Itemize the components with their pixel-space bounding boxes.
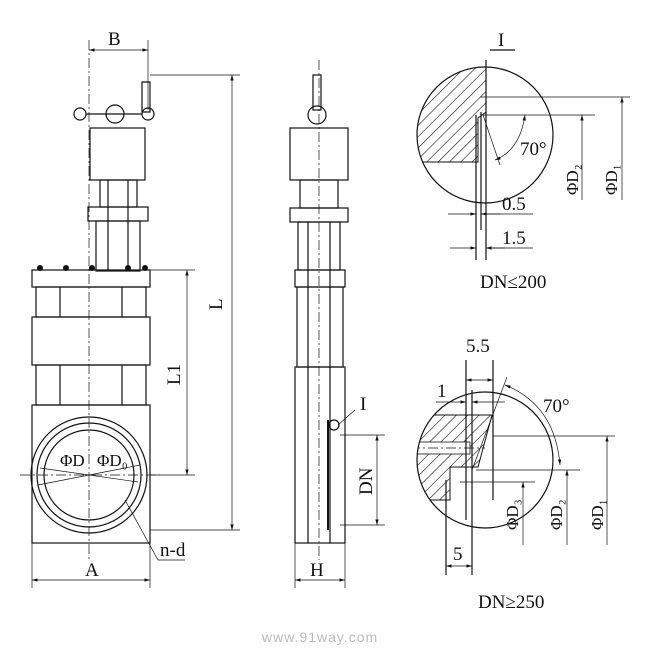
detail-dn250 xyxy=(416,360,615,575)
condition-dn200: DN≤200 xyxy=(480,272,546,293)
dim-L1: L1 xyxy=(164,364,185,385)
dim-B: B xyxy=(108,29,121,50)
dim-1.5: 1.5 xyxy=(502,228,526,249)
side-view xyxy=(289,60,385,588)
dim-1: 1 xyxy=(437,381,447,402)
detail-title-I: I xyxy=(498,30,504,51)
watermark: www.91way.com xyxy=(261,629,378,645)
dim-DN: DN xyxy=(356,467,377,495)
dim-H: H xyxy=(310,560,324,581)
detail-marker-I: I xyxy=(360,394,366,415)
dim-5.5: 5.5 xyxy=(466,336,490,357)
dim-L: L xyxy=(206,298,227,310)
dim-phiD2-small: ΦD₂ xyxy=(563,164,582,195)
dim-phiD2-large: ΦD₂ xyxy=(547,499,566,530)
dim-phiD1-small: ΦD₁ xyxy=(602,164,621,195)
dim-phiD1-large: ΦD₁ xyxy=(588,499,607,530)
angle-70-large: 70° xyxy=(543,396,570,417)
dim-0.5: 0.5 xyxy=(502,194,526,215)
dim-n-d: n-d xyxy=(160,540,186,561)
front-view xyxy=(20,40,240,588)
dim-5: 5 xyxy=(453,544,463,565)
angle-70-small: 70° xyxy=(520,139,547,160)
dim-phiD: ΦD xyxy=(60,451,85,470)
dim-phiD3: ΦD₃ xyxy=(503,499,522,530)
dim-A: A xyxy=(85,560,99,581)
dim-phiD0: ΦD₀ xyxy=(97,451,128,470)
condition-dn250: DN≥250 xyxy=(478,592,544,613)
